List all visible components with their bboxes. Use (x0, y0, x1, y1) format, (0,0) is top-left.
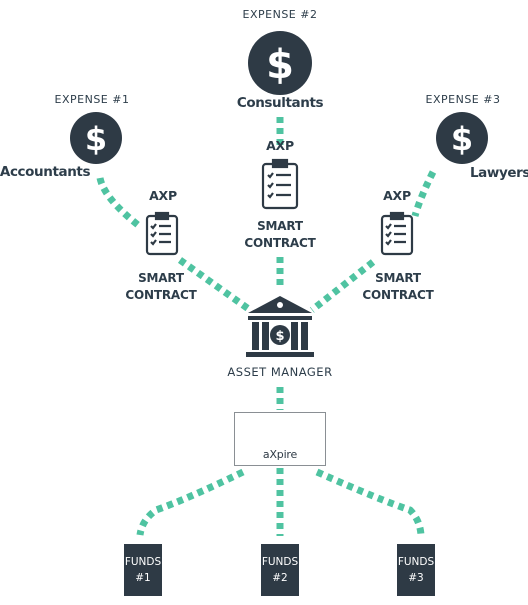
fund-3-line2: #3 (408, 572, 424, 584)
axpire-box (234, 412, 326, 466)
contract-3-line1: SMART (375, 271, 421, 285)
expense-3-role: Lawyers (469, 165, 528, 181)
clipboard-checklist-icon (380, 211, 414, 256)
fund-1-box: FUNDS #1 (124, 544, 162, 596)
contract-3-axp: AXP (383, 188, 411, 203)
svg-text:$: $ (451, 120, 473, 158)
clipboard-checklist-icon (261, 158, 299, 210)
axpire-name: aXpire (262, 448, 298, 461)
clipboard-checklist-icon (145, 211, 179, 256)
svg-text:$: $ (85, 120, 107, 158)
fund-1-line2: #1 (135, 572, 151, 584)
contract-2-axp: AXP (266, 138, 294, 153)
svg-text:$: $ (275, 329, 284, 344)
connector-accountants (96, 177, 141, 228)
fund-2-box: FUNDS #2 (261, 544, 299, 596)
expense-2-circle: $ (248, 31, 312, 95)
expense-3-label: EXPENSE #3 (425, 93, 501, 106)
fund-1-line1: FUNDS (124, 556, 162, 568)
connector-lawyers (411, 170, 437, 217)
contract-1-line1: SMART (138, 271, 184, 285)
connector-axpire-fund3 (315, 468, 425, 536)
expense-1-role: Accountants (0, 164, 91, 180)
contract-1-label: SMART CONTRACT (125, 270, 196, 304)
contract-1-line2: CONTRACT (125, 288, 197, 302)
fund-3-box: FUNDS #3 (397, 544, 435, 596)
svg-text:$: $ (266, 42, 294, 88)
contract-2-line1: SMART (257, 219, 303, 233)
contract-2-label: SMART CONTRACT (244, 218, 315, 252)
contract-1-axp: AXP (149, 188, 177, 203)
expense-2-label: EXPENSE #2 (242, 8, 318, 21)
connector-contract1-manager (177, 257, 253, 313)
contract-2-line2: CONTRACT (244, 236, 316, 250)
expense-3-circle: $ (436, 112, 488, 164)
fund-3-line1: FUNDS (397, 556, 435, 568)
expense-1-label: EXPENSE #1 (54, 93, 130, 106)
contract-3-label: SMART CONTRACT (362, 270, 433, 304)
fund-2-line1: FUNDS (261, 556, 299, 568)
contract-3-line2: CONTRACT (362, 288, 434, 302)
asset-manager-label: ASSET MANAGER (227, 365, 333, 379)
expense-1-circle: $ (70, 112, 122, 164)
connector-axpire-fund1 (136, 468, 245, 536)
fund-2-line2: #2 (272, 572, 288, 584)
expense-2-role: Consultants (236, 95, 324, 111)
bank-icon: $ (246, 296, 314, 357)
connector-contract3-manager (309, 259, 376, 313)
